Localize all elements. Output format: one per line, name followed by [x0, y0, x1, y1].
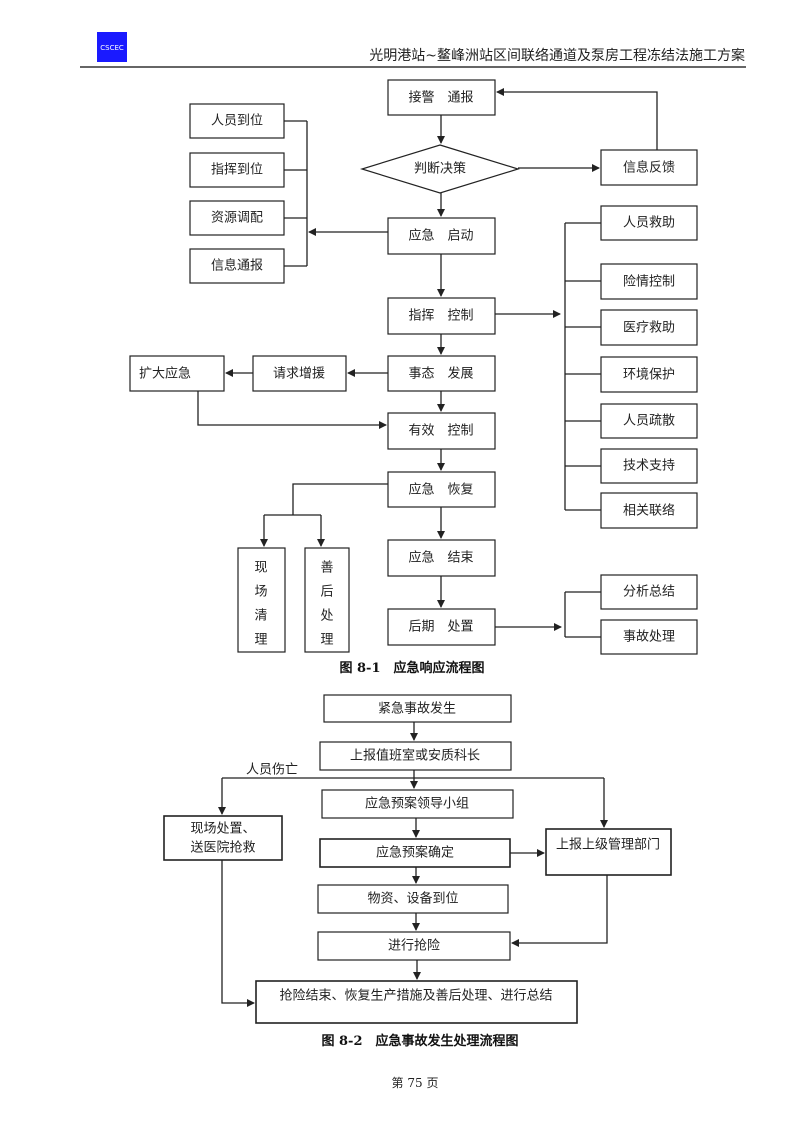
char: 清: [254, 609, 267, 624]
request-box: 请求增援: [252, 355, 347, 392]
main-step-9: 后期 处置: [387, 608, 496, 646]
right-box: 医疗救助: [600, 309, 698, 346]
box-label: 应急预案领导小组: [365, 796, 469, 812]
feedback-box: 信息反馈: [600, 149, 698, 186]
main-step-8: 应急 结束: [387, 539, 496, 577]
box-label: 应急预案确定: [376, 845, 454, 861]
char: 理: [320, 633, 333, 648]
box-label: 请求增援: [273, 367, 325, 382]
main-step-7: 应急 恢复: [387, 471, 496, 508]
box-label: 分析总结: [623, 585, 675, 600]
step-label: 有效 控制: [408, 424, 473, 439]
right-box: 人员救助: [600, 205, 698, 241]
report-up-box: 上报上级管理部门: [545, 828, 672, 876]
left-box: 资源调配: [189, 200, 285, 236]
box-label: 人员到位: [211, 114, 263, 129]
box-label: 险情控制: [623, 275, 675, 290]
main-step-3: 应急 启动: [387, 217, 496, 255]
logo-text: CSCEC: [100, 44, 124, 52]
box-label: 相关联络: [623, 503, 675, 519]
box-label: 资源调配: [211, 211, 263, 226]
step-box: 物资、设备到位: [317, 884, 509, 914]
char: 善: [320, 560, 333, 576]
page-number: 第 75 页: [392, 1076, 439, 1090]
main-step-5: 事态 发展: [387, 355, 496, 392]
site-cleanup-box: 现 场 清 理: [237, 547, 286, 653]
main-step-6: 有效 控制: [387, 412, 496, 450]
right-box: 相关联络: [600, 492, 698, 529]
after-box: 事故处理: [600, 619, 698, 655]
step-label: 指挥 控制: [408, 309, 473, 324]
main-step-1: 接警 通报: [387, 79, 496, 116]
figure-8-2: 人员伤亡 紧急事故发生 上报值班室或安质科长 应急预案领导小组 应急预案确定 物…: [163, 694, 672, 1049]
box-label: 技术支持: [623, 459, 675, 474]
connectors: [197, 88, 658, 638]
step-label: 应急 恢复: [408, 482, 473, 498]
char: 后: [320, 585, 333, 600]
figure-caption: 图 8-1 应急响应流程图: [339, 660, 484, 676]
step-label: 应急 启动: [408, 228, 473, 244]
step-box: 应急预案领导小组: [321, 789, 514, 819]
left-box: 信息通报: [189, 248, 285, 284]
right-box: 技术支持: [600, 448, 698, 484]
right-box: 险情控制: [600, 263, 698, 300]
right-box: 人员疏散: [600, 403, 698, 439]
decision-label: 判断决策: [414, 161, 466, 177]
left-box: 人员到位: [189, 103, 285, 139]
figure-caption: 图 8-2 应急事故发生处理流程图: [321, 1033, 518, 1049]
box-label: 信息通报: [211, 258, 263, 274]
step-label: 应急 结束: [408, 550, 473, 566]
char: 理: [254, 633, 267, 648]
box-label: 上报上级管理部门: [556, 838, 660, 853]
box-label: 物资、设备到位: [367, 891, 458, 907]
right-box: 环境保护: [600, 356, 698, 393]
box-label: 事故处理: [623, 630, 675, 645]
step-label: 后期 处置: [408, 620, 473, 635]
company-logo: CSCEC: [97, 32, 127, 62]
box-label: 现场处置、: [190, 822, 255, 837]
expand-box: 扩大应急: [129, 355, 225, 392]
after-box: 分析总结: [600, 574, 698, 610]
box-label: 医疗救助: [623, 320, 675, 336]
char: 处: [320, 609, 333, 624]
box-label: 指挥到位: [211, 163, 263, 178]
aftermath-box: 善 后 处 理: [304, 547, 350, 653]
header-title: 光明港站~鳌峰洲站区间联络通道及泵房工程冻结法施工方案: [369, 47, 745, 64]
figure-8-1: 接警 通报 判断决策 应急 启动 指挥 控制 事态 发展 有效 控制 应急 恢复…: [129, 79, 698, 676]
box-label: 进行抢险: [388, 938, 440, 954]
step-box: 上报值班室或安质科长: [319, 741, 512, 771]
box-label: 人员疏散: [623, 414, 675, 429]
box-label: 紧急事故发生: [378, 701, 456, 717]
step-box: 紧急事故发生: [323, 694, 512, 723]
box-label: 人员救助: [623, 215, 675, 231]
final-box: 抢险结束、恢复生产措施及善后处理、进行总结: [255, 980, 578, 1024]
box-label: 上报值班室或安质科长: [350, 748, 480, 764]
box-label: 抢险结束、恢复生产措施及善后处理、进行总结: [279, 988, 552, 1004]
step-label: 接警 通报: [408, 90, 473, 106]
step-box: 应急预案确定: [319, 838, 511, 868]
char: 现: [254, 561, 267, 576]
feedback-label: 信息反馈: [623, 160, 675, 176]
casualty-label: 人员伤亡: [246, 763, 298, 778]
step-label: 事态 发展: [408, 366, 473, 382]
box-label: 扩大应急: [139, 366, 191, 382]
char: 场: [254, 585, 267, 600]
step-box: 进行抢险: [317, 931, 511, 961]
onsite-box: 现场处置、 送医院抢救: [163, 815, 283, 861]
box-label: 环境保护: [623, 368, 675, 383]
box-label: 送医院抢救: [190, 840, 255, 856]
connectors: [218, 722, 608, 1007]
decision-diamond: 判断决策: [359, 144, 521, 194]
main-step-4: 指挥 控制: [387, 297, 496, 335]
left-box: 指挥到位: [189, 152, 285, 188]
